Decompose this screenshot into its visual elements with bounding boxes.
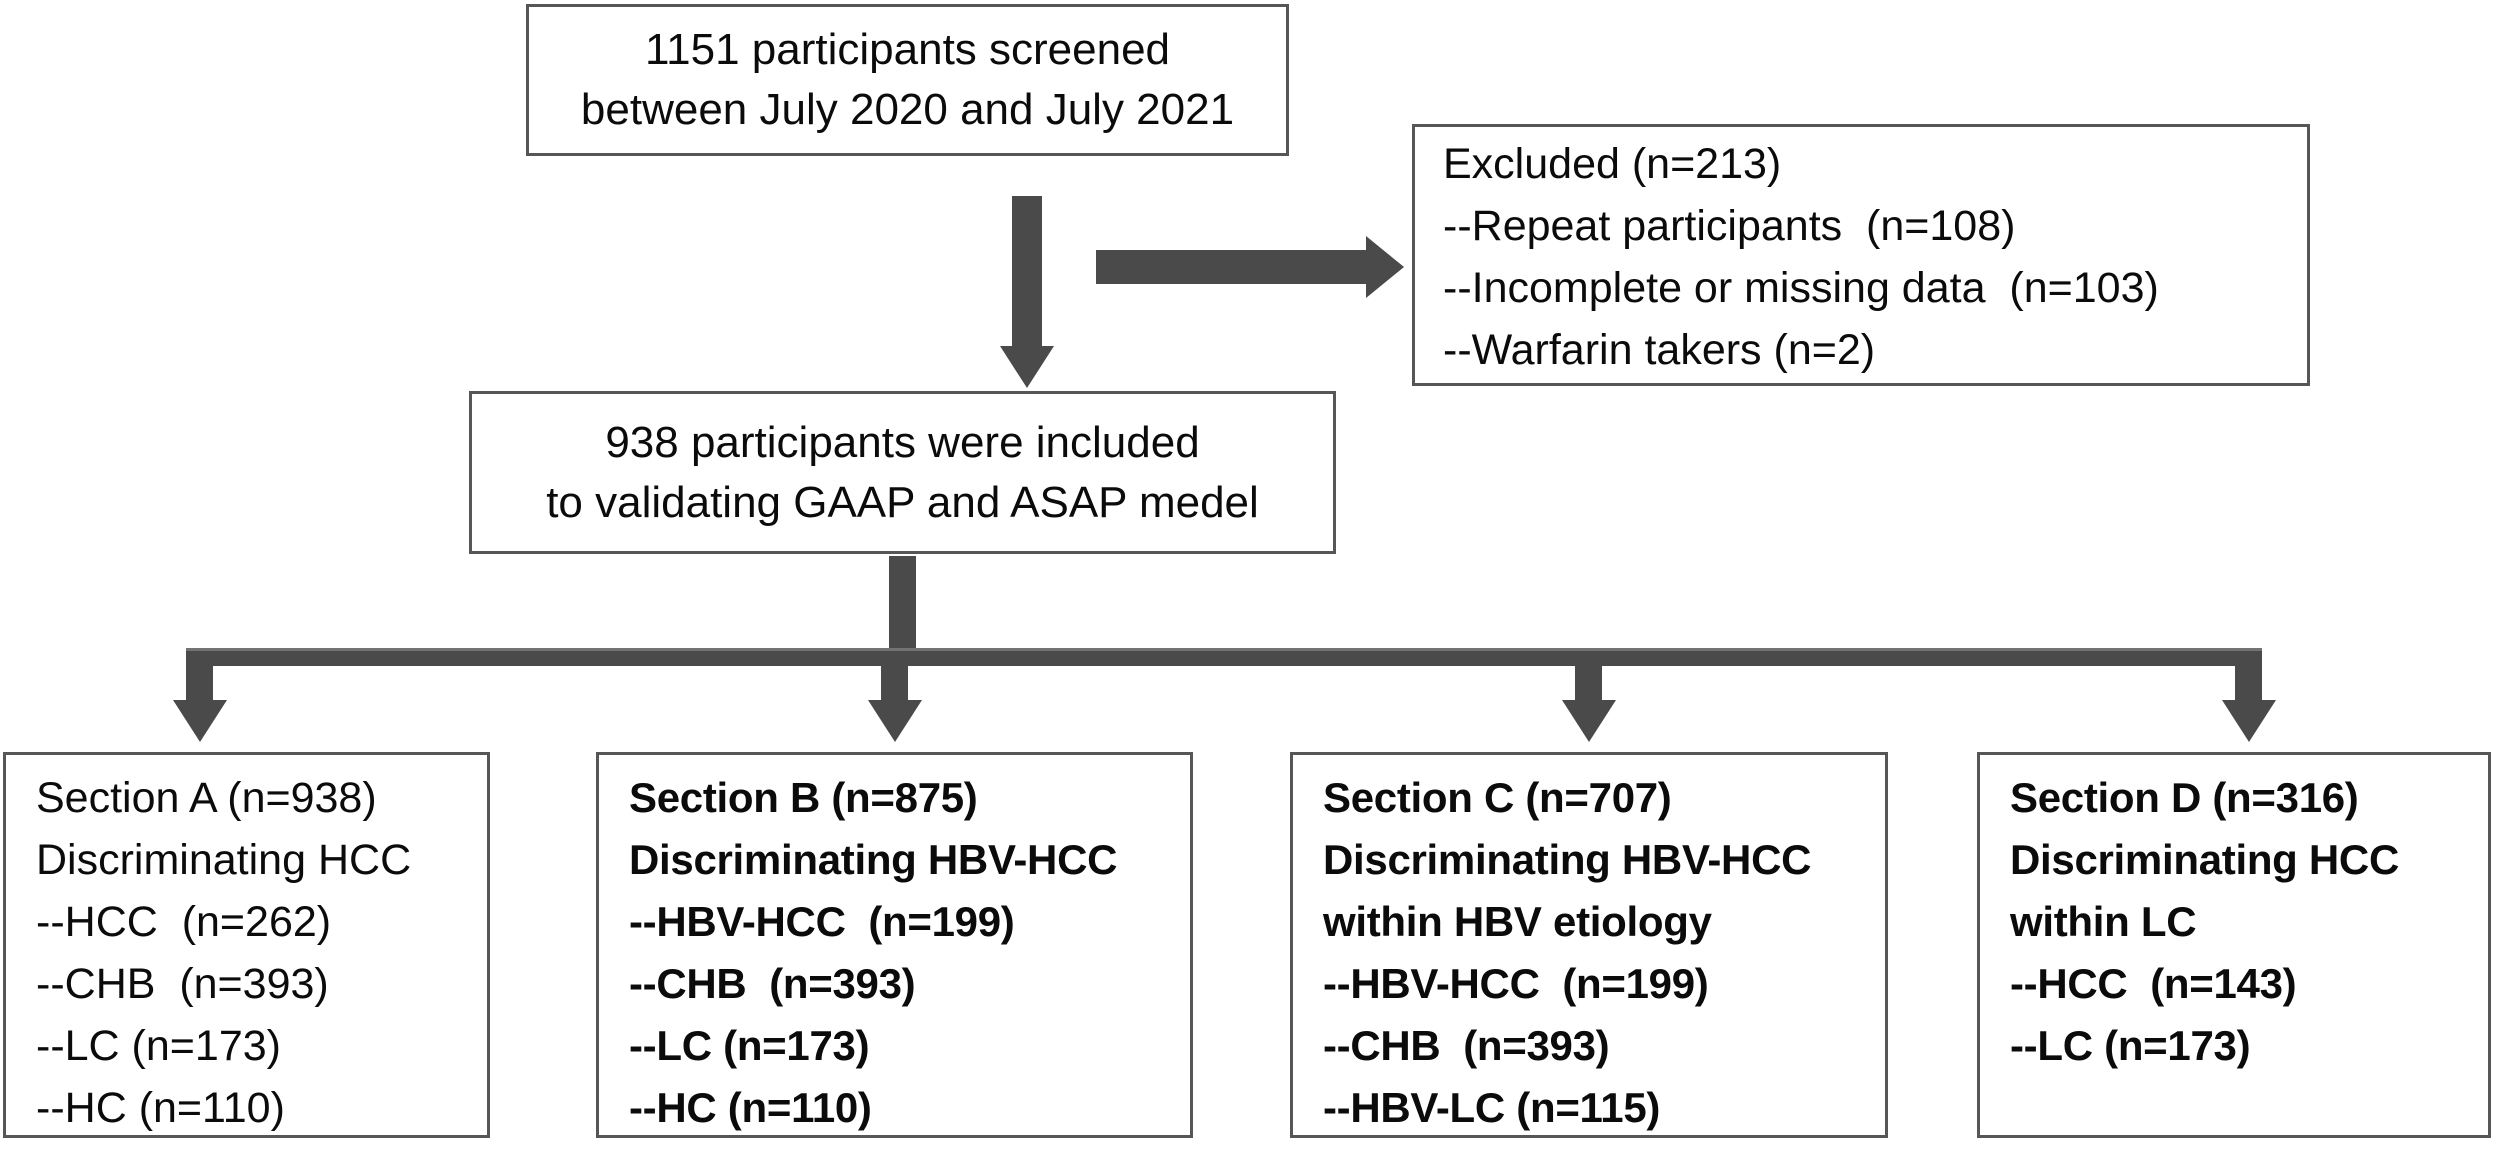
- arrow-down-section-a-head: [173, 700, 227, 742]
- excluded-item-repeat: --Repeat participants (n=108): [1443, 202, 2016, 250]
- included-box: 938 participants were included to valida…: [469, 391, 1336, 554]
- section-b-line-2: Discriminating HBV-HCC: [629, 836, 1118, 883]
- arrow-down-section-d-head: [2222, 700, 2276, 742]
- included-line-2: to validating GAAP and ASAP medel: [546, 477, 1259, 527]
- screened-box: 1151 participants screened between July …: [526, 4, 1289, 156]
- section-d-line-4: --HCC (n=143): [2010, 960, 2297, 1007]
- section-d-box: Section D (n=316) Discriminating HCC wit…: [1977, 752, 2491, 1138]
- section-c-line-5: --CHB (n=393): [1323, 1022, 1610, 1069]
- section-a-line-3: --HCC (n=262): [36, 898, 332, 946]
- section-a-line-2: Discriminating HCC: [36, 836, 412, 884]
- arrow-right-to-excluded-head: [1366, 236, 1404, 298]
- section-c-line-4: --HBV-HCC (n=199): [1323, 960, 1709, 1007]
- arrow-down-section-b-head: [868, 700, 922, 742]
- section-d-title: Section D (n=316): [2010, 774, 2359, 821]
- section-c-line-2: Discriminating HBV-HCC: [1323, 836, 1812, 883]
- included-line-1: 938 participants were included: [605, 417, 1200, 467]
- section-b-line-5: --LC (n=173): [629, 1022, 870, 1069]
- section-b-line-6: --HC (n=110): [629, 1084, 872, 1131]
- excluded-item-incomplete: --Incomplete or missing data (n=103): [1443, 264, 2159, 312]
- section-d-line-2: Discriminating HCC: [2010, 836, 2399, 883]
- section-c-box: Section C (n=707) Discriminating HBV-HCC…: [1290, 752, 1888, 1138]
- distribution-bar: [186, 648, 2262, 666]
- arrow-down-section-c-head: [1562, 700, 1616, 742]
- arrow-down-to-included-shaft: [1012, 196, 1042, 346]
- section-c-title: Section C (n=707): [1323, 774, 1672, 821]
- section-a-line-6: --HC (n=110): [36, 1084, 285, 1132]
- arrow-down-section-a-shaft: [186, 664, 213, 702]
- arrow-down-section-c-shaft: [1575, 664, 1602, 702]
- excluded-item-warfarin: --Warfarin takers (n=2): [1443, 326, 1876, 374]
- connector-included-to-bar: [889, 556, 916, 650]
- screened-line-2: between July 2020 and July 2021: [580, 85, 1235, 134]
- section-a-line-5: --LC (n=173): [36, 1022, 281, 1070]
- section-a-title: Section A (n=938): [36, 774, 377, 822]
- section-b-box: Section B (n=875) Discriminating HBV-HCC…: [596, 752, 1193, 1138]
- section-d-line-5: --LC (n=173): [2010, 1022, 2251, 1069]
- arrow-right-to-excluded-shaft: [1096, 250, 1366, 284]
- excluded-box: Excluded (n=213) --Repeat participants (…: [1412, 124, 2310, 386]
- screened-line-1: 1151 participants screened: [644, 25, 1171, 74]
- section-a-line-4: --CHB (n=393): [36, 960, 329, 1008]
- section-c-line-6: --HBV-LC (n=115): [1323, 1084, 1661, 1131]
- arrow-down-section-d-shaft: [2235, 664, 2262, 702]
- section-b-line-4: --CHB (n=393): [629, 960, 916, 1007]
- section-b-title: Section B (n=875): [629, 774, 978, 821]
- section-b-line-3: --HBV-HCC (n=199): [629, 898, 1015, 945]
- section-c-line-3: within HBV etiology: [1323, 898, 1712, 945]
- section-a-box: Section A (n=938) Discriminating HCC --H…: [3, 752, 490, 1138]
- section-d-line-3: within LC: [2010, 898, 2197, 945]
- excluded-title: Excluded (n=213): [1443, 140, 1782, 188]
- arrow-down-to-included-head: [1000, 346, 1054, 388]
- arrow-down-section-b-shaft: [881, 664, 908, 702]
